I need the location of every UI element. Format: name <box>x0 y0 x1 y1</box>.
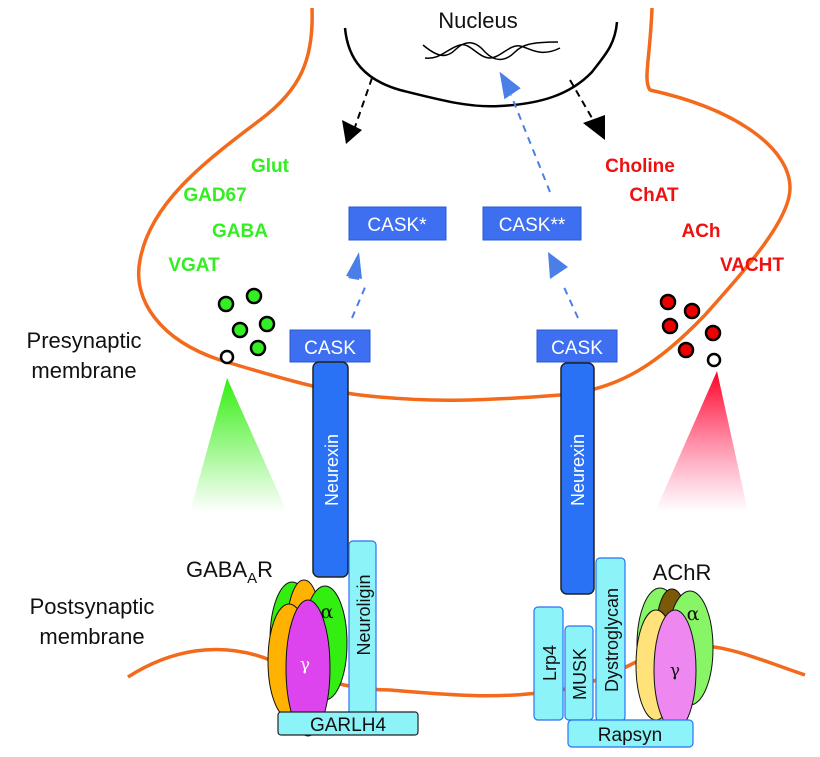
marker-vgat: VGAT <box>168 255 220 276</box>
marker-chat: ChAT <box>629 185 679 206</box>
ach-vesicles <box>659 293 722 359</box>
achr-receptor <box>635 587 714 731</box>
dna-icon <box>422 41 561 61</box>
presynaptic-membrane <box>137 7 792 402</box>
gaba-marker-list: Glut GAD67 GABA VGAT <box>168 156 289 276</box>
svg-text:Dystroglycan: Dystroglycan <box>602 588 622 692</box>
lrp4: Lrp4 <box>533 606 564 721</box>
arrowhead-up-left-icon <box>346 252 362 280</box>
marker-gaba: GABA <box>212 221 268 242</box>
gaba-vesicles <box>217 287 276 357</box>
gaba-release-cone <box>190 378 287 512</box>
marker-ach: ACh <box>681 221 720 242</box>
achr-alpha-label: α <box>687 603 700 625</box>
neuroligin: Neuroligin <box>348 540 377 717</box>
dystroglycan: Dystroglycan <box>595 557 626 722</box>
musk: MUSK <box>564 625 594 721</box>
dashed-arrow-cask-right <box>562 284 579 319</box>
garlh4: GARLH4 <box>277 711 419 736</box>
dashed-arrow-cask-left <box>351 284 367 319</box>
nuclear-envelope <box>343 21 619 108</box>
dashed-arrow-cask-to-nucleus <box>510 94 551 193</box>
gabaar-receptor <box>267 579 348 737</box>
marker-gad67: GAD67 <box>183 185 246 206</box>
rapsyn: Rapsyn <box>567 719 694 748</box>
svg-text:MUSK: MUSK <box>570 648 590 700</box>
postsynaptic-label-line1: Postsynaptic <box>30 594 155 619</box>
arrowhead-up-icon <box>499 71 521 100</box>
svg-text:Neurexin: Neurexin <box>568 434 588 506</box>
dashed-arrow-to-ach-markers <box>569 79 593 119</box>
arrowhead-up-right-icon <box>548 252 568 279</box>
arrowhead-down-left-icon <box>342 120 362 144</box>
gabaar-gamma-label: γ <box>300 655 310 675</box>
postsynaptic-label-line2: membrane <box>39 624 144 649</box>
svg-text:Lrp4: Lrp4 <box>540 645 560 681</box>
svg-text:GARLH4: GARLH4 <box>310 715 386 736</box>
ach-marker-list: Choline ChAT ACh VACHT <box>605 156 784 276</box>
marker-vacht: VACHT <box>720 255 784 276</box>
cask-membrane-left: CASK <box>289 329 371 363</box>
svg-text:CASK: CASK <box>304 338 356 359</box>
cask-activated-left: CASK* <box>348 206 447 241</box>
svg-text:CASK: CASK <box>551 338 603 359</box>
svg-text:Rapsyn: Rapsyn <box>598 725 662 746</box>
achr-gamma-label: γ <box>670 661 680 681</box>
ach-release-cone <box>655 371 748 512</box>
presynaptic-label-line2: membrane <box>31 358 136 383</box>
svg-text:CASK*: CASK* <box>367 215 427 236</box>
dashed-arrow-to-gaba-markers <box>354 77 373 128</box>
neurexin-left: Neurexin <box>312 361 349 578</box>
presynaptic-label-line1: Presynaptic <box>27 328 142 353</box>
gaba-release-site <box>219 349 235 365</box>
cask-activated-right: CASK** <box>482 206 582 241</box>
gabaar-alpha-label: α <box>321 601 334 623</box>
cask-membrane-right: CASK <box>536 329 618 363</box>
neurexin-right: Neurexin <box>560 362 595 595</box>
ach-release-site <box>706 352 722 368</box>
gabaar-label: GABAAR <box>186 557 273 587</box>
svg-text:Neuroligin: Neuroligin <box>354 574 374 655</box>
achr-label: AChR <box>653 560 712 585</box>
svg-text:Neurexin: Neurexin <box>322 434 342 506</box>
arrowhead-down-right-icon <box>583 115 605 140</box>
svg-text:CASK**: CASK** <box>499 215 566 236</box>
nucleus-label: Nucleus <box>438 8 517 33</box>
marker-glut: Glut <box>251 156 290 177</box>
marker-choline: Choline <box>605 156 675 177</box>
